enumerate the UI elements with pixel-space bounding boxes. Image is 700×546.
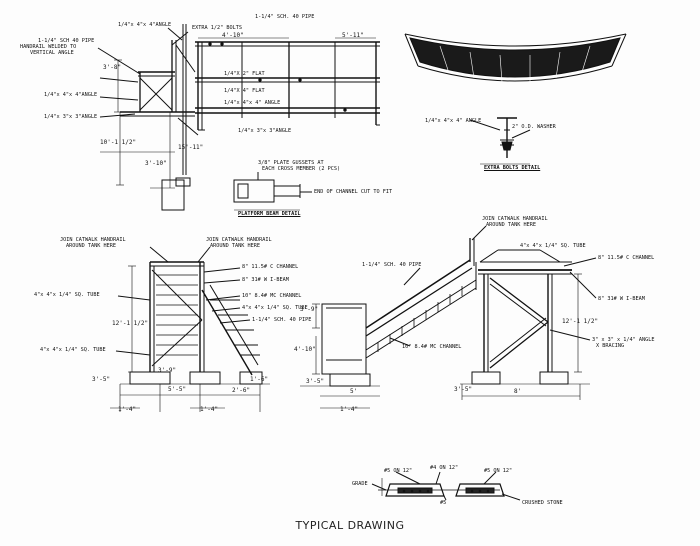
label-join-mid-2: AROUND TANK HERE bbox=[210, 243, 260, 249]
label-mc-channel-right: 10" 8.4# MC CHANNEL bbox=[402, 344, 462, 350]
title-extra-bolts-detail: EXTRA BOLTS DETAIL bbox=[484, 165, 541, 171]
label-angle-mid: 1/4"x 4"x 4" ANGLE bbox=[224, 100, 281, 106]
label-washer: 2" O.D. WASHER bbox=[512, 124, 556, 130]
label-washer-angle: 1/4"x 4"x 4" ANGLE bbox=[425, 118, 482, 124]
braced-tower-right bbox=[460, 249, 597, 385]
catwalk-side-view bbox=[97, 24, 199, 211]
label-mc-channel-mid: 10" 8.4# MC CHANNEL bbox=[242, 293, 302, 299]
dim-text: 3'-5" bbox=[306, 378, 325, 385]
dim-text: 5' bbox=[350, 388, 358, 395]
label-ibeam-right: 8" 31# W I-BEAM bbox=[598, 296, 645, 302]
label-grade: GRADE bbox=[352, 481, 368, 487]
foundation-section bbox=[371, 471, 521, 501]
dim-text: 1'-4" bbox=[118, 406, 137, 413]
label-join-left-2: AROUND TANK HERE bbox=[66, 243, 116, 249]
label-tube-mid: 4"x 4"x 1/4" SQ. TUBE bbox=[242, 305, 308, 311]
stair-elevation-middle bbox=[300, 225, 487, 387]
dim-text: 15'-11" bbox=[178, 144, 204, 151]
label-rebar-3: #5 ON 12" bbox=[484, 468, 513, 474]
label-handrail-2: HANDRAIL WELDED TO bbox=[20, 44, 77, 50]
label-gusset-2: EACH CROSS MEMBER (2 PCS) bbox=[262, 166, 341, 172]
curved-catwalk-plan bbox=[404, 33, 627, 83]
label-crushed-stone: CRUSHED STONE bbox=[522, 500, 563, 506]
label-bracing-2: X BRACING bbox=[596, 343, 625, 349]
dim-text: 1'-6" bbox=[250, 376, 269, 383]
label-join-right-1: JOIN CATWALK HANDRAIL bbox=[482, 216, 548, 222]
dimension-lines-top bbox=[100, 37, 376, 189]
stair-elevation-left bbox=[115, 246, 270, 385]
dim-text: 3'-10" bbox=[145, 160, 167, 167]
label-handrail-1: 1-1/4" SCH 40 PIPE bbox=[38, 38, 95, 44]
label-tube-right: 4"x 4"x 1/4" SQ. TUBE bbox=[520, 243, 586, 249]
label-rebar-1: #5 ON 12" bbox=[384, 468, 413, 474]
dim-text: 3'-8" bbox=[103, 64, 122, 71]
label-ibeam-mid: 8" 31# W I-BEAM bbox=[242, 277, 289, 283]
label-join-left-1: JOIN CATWALK HANDRAIL bbox=[60, 237, 126, 243]
dimension-lines-left bbox=[110, 265, 261, 412]
label-pipe-top: 1-1/4" SCH. 40 PIPE bbox=[255, 14, 315, 20]
label-rebar-4: #5 bbox=[440, 500, 447, 506]
label-gusset-1: 3/8" PLATE GUSSETS AT bbox=[258, 160, 324, 166]
dim-text: 3'-5" bbox=[92, 376, 111, 383]
dimension-lines-right bbox=[461, 273, 582, 400]
label-flat-1: 1/4"X 2" FLAT bbox=[224, 71, 265, 77]
label-bracing-1: 3" x 3" x 1/4" ANGLE bbox=[592, 337, 655, 343]
label-flat-2: 1/4"X 4" FLAT bbox=[224, 88, 265, 94]
dim-text: 4'-10" bbox=[222, 32, 244, 39]
dim-text: 2'-6" bbox=[232, 387, 251, 394]
label-c-channel-right: 8" 11.5# C CHANNEL bbox=[598, 255, 655, 261]
label-angle-top: 1/4"x 4"x 4"ANGLE bbox=[118, 22, 172, 28]
title-platform-beam-detail: PLATFORM BEAM DETAIL bbox=[238, 211, 301, 217]
dim-text: 5'-5" bbox=[168, 386, 187, 393]
label-tube-left: 4"x 4"x 1/4" SQ. TUBE bbox=[34, 292, 100, 298]
label-join-mid-1: JOIN CATWALK HANDRAIL bbox=[206, 237, 272, 243]
dim-text: 8' bbox=[514, 388, 522, 395]
catwalk-elevation bbox=[195, 41, 380, 131]
extra-bolts-detail bbox=[469, 117, 531, 165]
dim-text: 3'-9" bbox=[300, 306, 319, 313]
label-angle-left-2: 1/4"x 3"x 3"ANGLE bbox=[44, 114, 98, 120]
label-extra-bolts: EXTRA 1/2" BOLTS bbox=[192, 25, 242, 31]
label-join-right-2: AROUND TANK HERE bbox=[486, 222, 536, 228]
label-rebar-2: #4 ON 12" bbox=[430, 465, 459, 471]
dim-text: 1'-4" bbox=[340, 406, 359, 413]
dim-text: 5'-11" bbox=[342, 32, 364, 39]
label-pipe-mid: 1-1/4" SCH. 40 PIPE bbox=[252, 317, 312, 323]
label-c-channel-mid: 8" 11.5# C CHANNEL bbox=[242, 264, 299, 270]
dim-text: 3'-9" bbox=[158, 367, 177, 374]
dim-text: 1'-4" bbox=[200, 406, 219, 413]
label-pipe-right: 1-1/4" SCH. 40 PIPE bbox=[362, 262, 422, 268]
dim-text: 10'-1 1/2" bbox=[100, 139, 137, 146]
dim-text: 3'-5" bbox=[454, 386, 473, 393]
label-handrail-3: VERTICAL ANGLE bbox=[30, 50, 74, 56]
dim-text: 4'-10" bbox=[294, 346, 316, 353]
platform-beam-detail bbox=[233, 172, 312, 211]
label-angle-bottom: 1/4"x 3"x 3"ANGLE bbox=[238, 128, 292, 134]
dim-text: 12'-1 1/2" bbox=[112, 320, 149, 327]
drawing-caption: TYPICAL DRAWING bbox=[295, 519, 405, 532]
dim-text: 12'-1 1/2" bbox=[562, 318, 599, 325]
label-angle-left-1: 1/4"x 4"x 4"ANGLE bbox=[44, 92, 98, 98]
label-channel-end: END OF CHANNEL CUT TO FIT bbox=[314, 189, 393, 195]
dimension-lines-middle bbox=[312, 303, 380, 409]
label-tube-left-2: 4"x 4"x 1/4" SQ. TUBE bbox=[40, 347, 106, 353]
